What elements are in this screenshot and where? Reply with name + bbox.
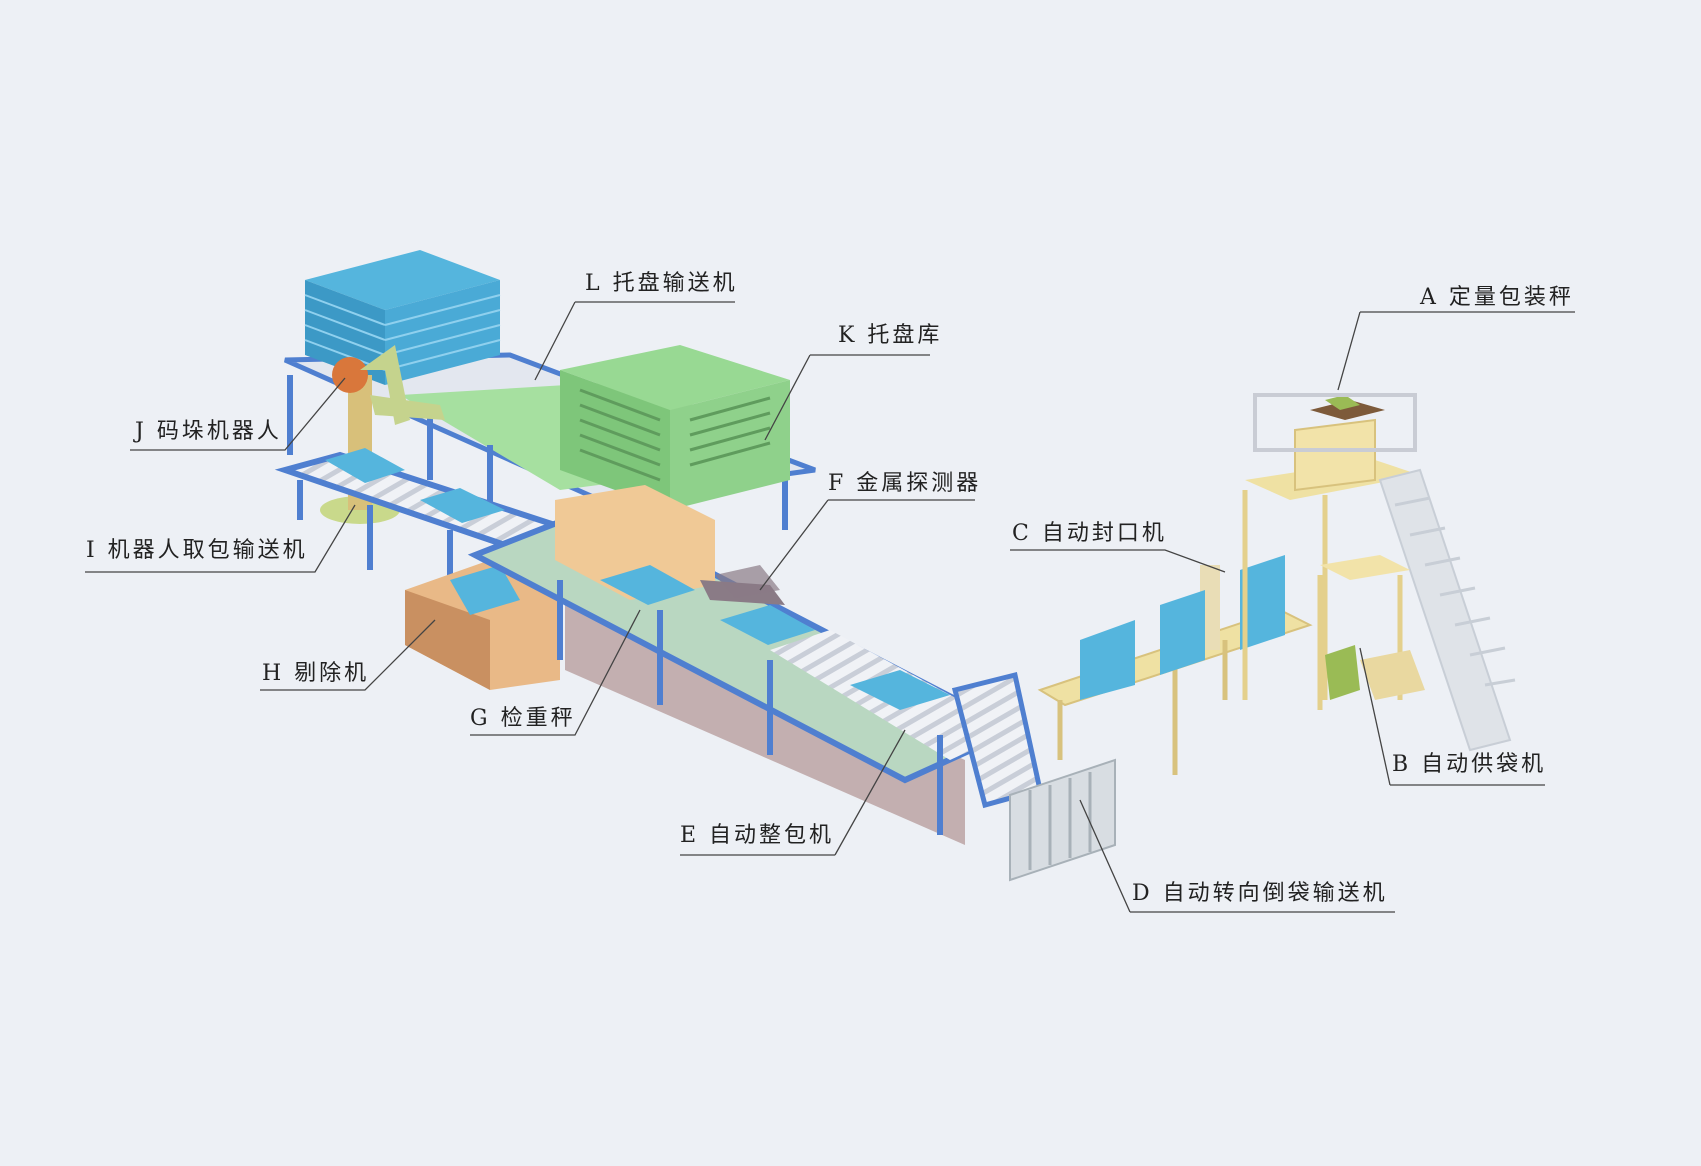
robot-pick-conveyor [274,448,564,580]
label-l: L 托盘输送机 [585,271,738,296]
leader-h [260,619,436,691]
leader-b [1359,647,1545,786]
leader-i [85,504,356,573]
leader-f [759,499,975,591]
leader-l [534,301,735,381]
bag-feeder [1317,555,1425,710]
leader-c [1010,549,1226,573]
leader-lines [85,301,1575,913]
label-e: E 自动整包机 [680,823,835,848]
leader-d [1079,799,1395,913]
leader-e [680,729,906,856]
label-c: C 自动封口机 [1012,521,1167,546]
packing-scale-tower [1242,393,1516,752]
label-b: B 自动供袋机 [1392,752,1547,777]
rejector-machine [405,560,560,690]
label-j: J 码垛机器人 [135,419,282,444]
sealing-conveyor [1037,555,1313,775]
leader-g [470,609,641,736]
label-k: K 托盘库 [838,323,943,348]
main-conveyor [467,485,1022,835]
leader-j [130,377,346,451]
label-a: A 定量包装秤 [1420,285,1574,310]
label-h: H 剔除机 [262,661,370,686]
turning-conveyor [951,671,1116,882]
label-f: F 金属探测器 [828,471,982,496]
leader-k [764,354,930,441]
leader-a [1337,311,1575,391]
label-i: I 机器人取包输送机 [86,538,308,563]
finished-bag-stack [304,250,501,385]
pallet-stack [560,345,790,510]
label-g: G 检重秤 [470,706,576,731]
label-d: D 自动转向倒袋输送机 [1132,881,1388,906]
